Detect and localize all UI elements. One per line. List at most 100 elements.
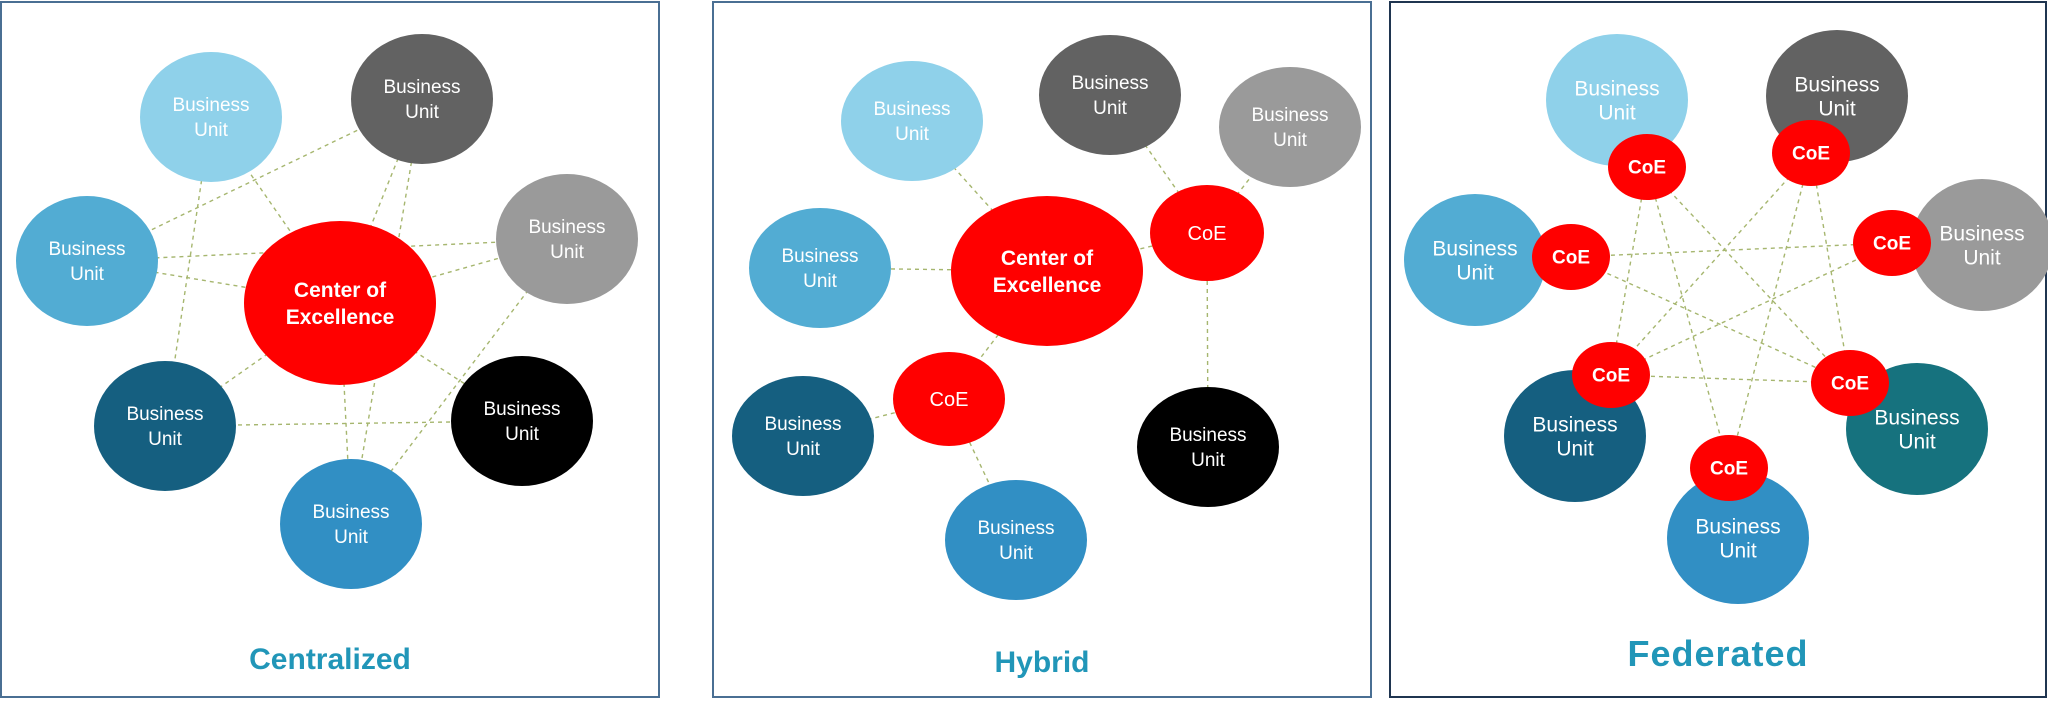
business-unit-node: [496, 174, 638, 304]
coe-label: CoE: [1792, 144, 1830, 165]
connector-line: [819, 267, 1048, 272]
business-unit-label: Unit: [1093, 98, 1128, 119]
coe-node: [1150, 185, 1264, 281]
business-unit-label: Business: [1794, 73, 1879, 96]
business-unit-label: Unit: [70, 264, 105, 285]
business-unit-label: Business: [873, 99, 950, 120]
business-unit-label: Unit: [803, 271, 838, 292]
business-unit-node: [1137, 387, 1279, 507]
business-unit-label: Business: [48, 239, 125, 260]
coe-label: CoE: [1552, 248, 1590, 269]
business-unit-label: Business: [764, 414, 841, 435]
business-unit-label: Business: [312, 502, 389, 523]
business-unit-node: [945, 480, 1087, 600]
federated-title: Federated: [1627, 633, 1809, 674]
business-unit-label: Unit: [895, 124, 930, 145]
coe-label: CoE: [930, 389, 969, 411]
business-unit-label: Business: [781, 246, 858, 267]
connector-line: [1570, 256, 1851, 384]
business-unit-node: [841, 61, 983, 181]
coe-node: [893, 352, 1005, 446]
coe-label: CoE: [1188, 223, 1227, 245]
business-unit-label: Unit: [148, 429, 183, 450]
business-unit-label: Unit: [1456, 261, 1494, 284]
coe-node: [1811, 350, 1889, 416]
connector-line: [86, 98, 423, 262]
business-unit-label: Unit: [505, 424, 540, 445]
business-unit-label: Unit: [1963, 246, 2001, 269]
business-unit-label: Unit: [1898, 430, 1936, 453]
connector-line: [1646, 166, 1851, 384]
business-unit-label: Business: [1071, 73, 1148, 94]
connector-line: [1728, 152, 1812, 469]
connector-line: [1646, 166, 1730, 469]
centralized-title: Centralized: [249, 643, 411, 676]
business-unit-node: [94, 361, 236, 491]
business-unit-label: Business: [1532, 413, 1617, 436]
business-unit-label: Unit: [1818, 97, 1856, 120]
business-unit-label: Unit: [194, 120, 229, 141]
connector-line: [1610, 152, 1812, 376]
business-unit-label: Unit: [999, 543, 1034, 564]
coe-node: [1690, 435, 1768, 501]
business-unit-label: Business: [1939, 222, 2024, 245]
business-unit-label: Unit: [1273, 130, 1308, 151]
business-unit-label: Business: [483, 399, 560, 420]
business-unit-node: [280, 459, 422, 589]
hybrid-title: Hybrid: [994, 646, 1090, 679]
connector-line: [1570, 242, 1893, 258]
business-unit-label: Unit: [1556, 437, 1594, 460]
business-unit-label: Business: [172, 95, 249, 116]
center-of-excellence-node: [244, 221, 436, 385]
business-unit-node: [732, 376, 874, 496]
connector-line: [210, 116, 341, 304]
coe-label: CoE: [1831, 374, 1869, 395]
coe-label: CoE: [1592, 366, 1630, 387]
business-unit-node: [1667, 472, 1809, 604]
coe-node: [1608, 134, 1686, 200]
center-of-excellence-label: Excellence: [993, 274, 1102, 297]
business-unit-label: Unit: [550, 242, 585, 263]
business-unit-label: Business: [977, 518, 1054, 539]
business-unit-node: [451, 356, 593, 486]
coe-node: [1772, 120, 1850, 186]
business-unit-node: [749, 208, 891, 328]
center-of-excellence-label: Excellence: [286, 306, 395, 329]
center-of-excellence-node: [951, 196, 1143, 346]
business-unit-label: Unit: [334, 527, 369, 548]
federated-diagram: BusinessUnitBusinessUnitBusinessUnitBusi…: [1404, 30, 2048, 604]
business-unit-node: [1039, 35, 1181, 155]
business-unit-label: Business: [1874, 406, 1959, 429]
business-unit-label: Unit: [1719, 539, 1757, 562]
business-unit-node: [351, 34, 493, 164]
business-unit-label: Business: [1432, 237, 1517, 260]
business-unit-label: Business: [383, 77, 460, 98]
center-of-excellence-label: Center of: [1001, 247, 1094, 270]
business-unit-label: Business: [528, 217, 605, 238]
business-unit-node: [1404, 194, 1546, 326]
center-of-excellence-label: Center of: [294, 279, 387, 302]
coe-label: CoE: [1710, 459, 1748, 480]
connector-line: [1810, 152, 1851, 384]
connector-line: [1610, 242, 1893, 376]
coe-node: [1572, 342, 1650, 408]
centralized-diagram: BusinessUnitBusinessUnitBusinessUnitBusi…: [16, 34, 638, 589]
coe-label: CoE: [1873, 234, 1911, 255]
business-unit-label: Unit: [1191, 450, 1226, 471]
business-unit-label: Unit: [405, 102, 440, 123]
business-unit-label: Business: [1169, 425, 1246, 446]
business-unit-label: Business: [126, 404, 203, 425]
business-unit-label: Business: [1251, 105, 1328, 126]
business-unit-node: [140, 52, 282, 182]
business-unit-label: Business: [1574, 77, 1659, 100]
business-unit-node: [1219, 67, 1361, 187]
business-unit-node: [16, 196, 158, 326]
business-unit-node: [1911, 179, 2048, 311]
business-unit-label: Unit: [786, 439, 821, 460]
business-unit-node: [1546, 34, 1688, 166]
business-unit-label: Unit: [1598, 101, 1636, 124]
